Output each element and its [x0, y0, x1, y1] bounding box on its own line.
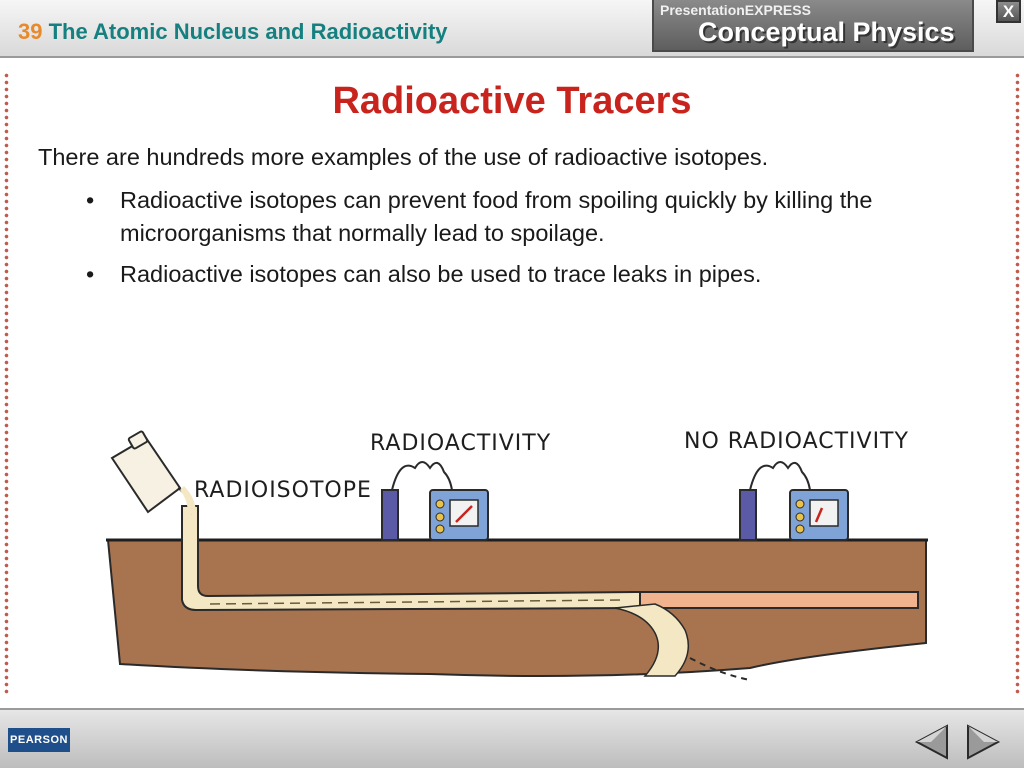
next-arrow-icon[interactable]	[964, 722, 1004, 762]
bullet-dot: •	[86, 187, 95, 213]
brand-logo: PresentationEXPRESS Conceptual Physics	[652, 0, 974, 52]
publisher-logo: PEARSON	[8, 728, 70, 752]
bullet-item: • Radioactive isotopes can prevent food …	[86, 184, 946, 250]
left-dotted-border	[4, 72, 9, 694]
label-no-radioactivity: NO RADIOACTIVITY	[684, 429, 909, 454]
right-dotted-border	[1015, 72, 1020, 694]
header-bar: 39 The Atomic Nucleus and Radioactivity …	[0, 0, 1024, 58]
footer-bar: PEARSON	[0, 708, 1024, 768]
close-button[interactable]: X	[996, 0, 1021, 23]
brand-big-text: Conceptual Physics	[698, 17, 955, 47]
geiger-counter-active-icon	[381, 461, 489, 541]
bullet-list: • Radioactive isotopes can prevent food …	[86, 184, 946, 299]
brand-small-text: PresentationEXPRESS	[660, 2, 811, 18]
pouring-jug-icon	[110, 430, 196, 515]
bullet-dot: •	[86, 261, 95, 287]
bullet-text: Radioactive isotopes can prevent food fr…	[120, 187, 873, 246]
slide-intro: There are hundreds more examples of the …	[38, 144, 769, 170]
chapter-title: The Atomic Nucleus and Radioactivity	[48, 19, 448, 44]
chapter-number: 39	[18, 19, 43, 44]
prev-arrow-icon[interactable]	[911, 722, 951, 762]
bullet-text: Radioactive isotopes can also be used to…	[120, 261, 762, 287]
leak-plume	[614, 603, 690, 677]
pipe-segment-clean	[629, 591, 919, 609]
chapter-heading: 39 The Atomic Nucleus and Radioactivity	[18, 19, 448, 45]
pipe-leak-illustration: RADIOISOTOPE RADIOACTIVITY NO RADIOACTIV…	[106, 429, 928, 681]
label-radioactivity: RADIOACTIVITY	[370, 431, 551, 456]
slide-title: Radioactive Tracers	[332, 80, 692, 122]
pipe-flow-dashes	[209, 599, 621, 605]
leak-dots	[689, 657, 751, 681]
label-radioisotope: RADIOISOTOPE	[194, 478, 372, 503]
bullet-item: • Radioactive isotopes can also be used …	[86, 258, 946, 291]
geiger-counter-inactive-icon	[739, 461, 849, 541]
